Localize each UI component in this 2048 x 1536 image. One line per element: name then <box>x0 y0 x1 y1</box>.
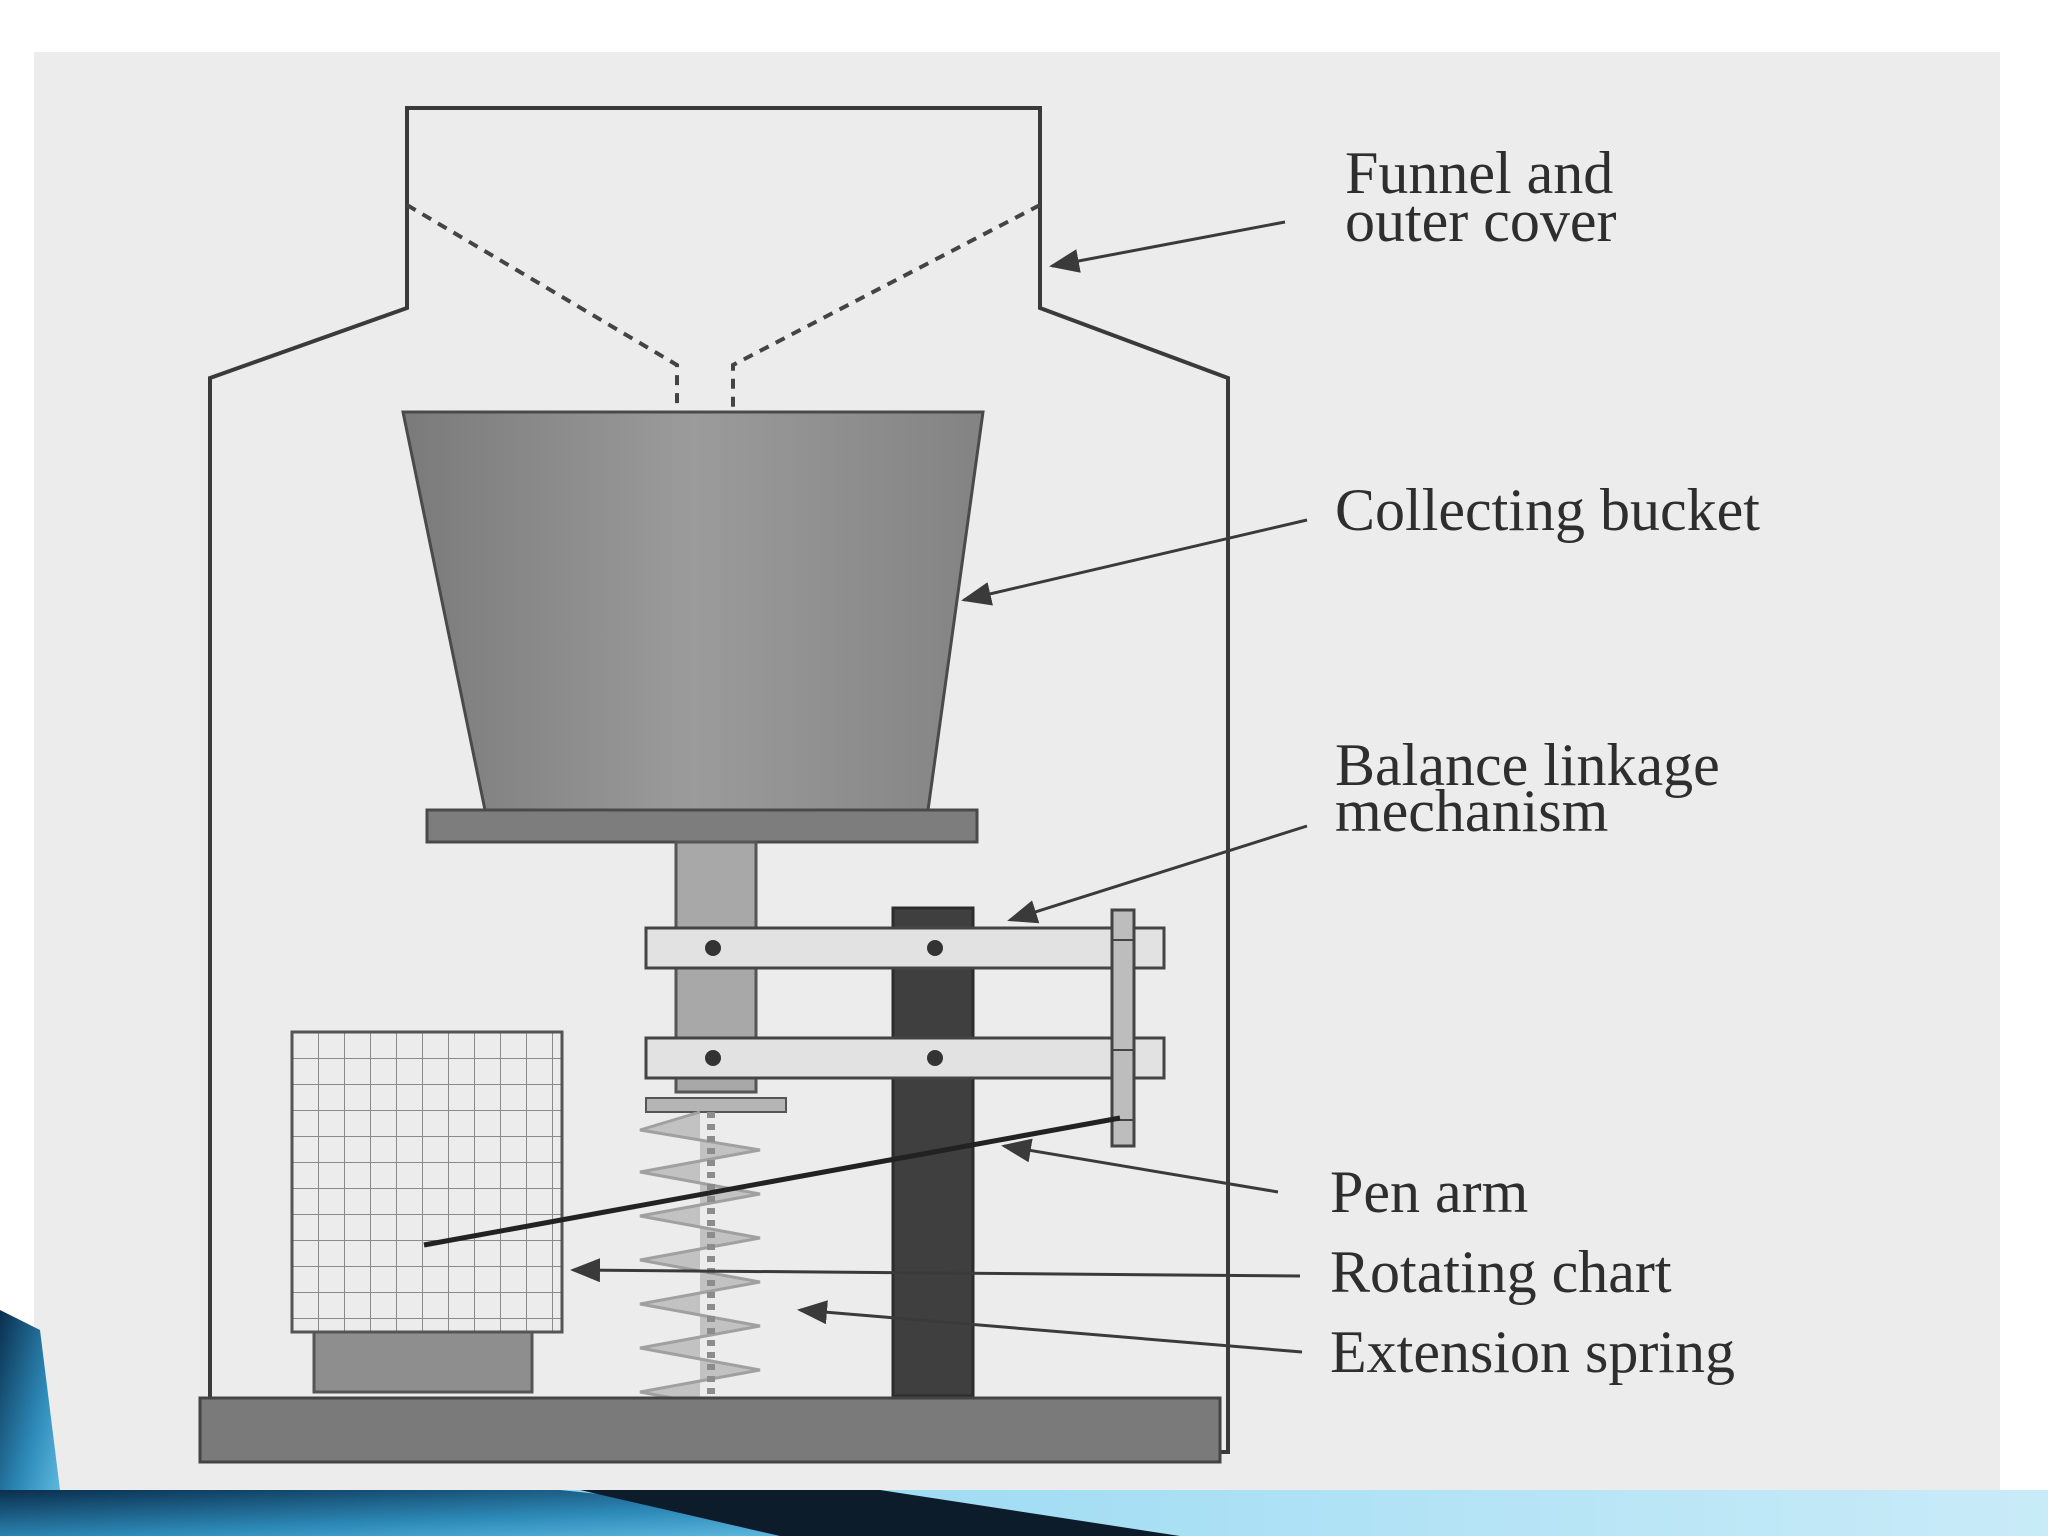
balance-linkage <box>644 926 1166 1080</box>
label-pen: Pen arm <box>1330 1159 1528 1225</box>
outer-cover-outline <box>208 106 1230 1454</box>
label-balance-line2: mechanism <box>1335 778 1608 844</box>
linkage-bar <box>1110 908 1136 1148</box>
rotating-chart-drum <box>290 1030 564 1334</box>
leader-arrows <box>570 220 1308 1354</box>
bucket-platform <box>425 808 979 844</box>
slide-ribbon-decoration <box>0 1310 2048 1536</box>
label-bucket: Collecting bucket <box>1335 477 1760 543</box>
label-spring-line1: Extension spring <box>1330 1319 1735 1385</box>
label-bucket-line1: Collecting bucket <box>1335 477 1760 543</box>
arrow-balance <box>1007 824 1308 924</box>
label-balance-line1: Balance linkage <box>1335 732 1720 798</box>
label-chart-line1: Rotating chart <box>1330 1239 1672 1305</box>
arrow-spring <box>797 1300 1303 1354</box>
arrow-bucket <box>961 518 1308 606</box>
collecting-bucket <box>401 410 985 812</box>
arrow-funnel <box>1049 220 1286 273</box>
label-pen-line1: Pen arm <box>1330 1159 1528 1225</box>
rod-cap <box>645 1097 787 1113</box>
arrow-chart <box>570 1258 1301 1283</box>
label-funnel-line2: outer cover <box>1345 188 1617 254</box>
funnel-dashed <box>405 203 1041 412</box>
label-spring: Extension spring <box>1330 1319 1735 1385</box>
arrow-pen <box>1001 1138 1279 1194</box>
label-funnel: Funnel and outer cover <box>1345 140 1628 254</box>
label-funnel-line1: Funnel and <box>1345 140 1613 206</box>
base-plate <box>198 1396 1222 1464</box>
label-chart: Rotating chart <box>1330 1239 1672 1305</box>
chart-drum-base <box>312 1330 534 1394</box>
label-balance: Balance linkage mechanism <box>1335 732 1735 844</box>
